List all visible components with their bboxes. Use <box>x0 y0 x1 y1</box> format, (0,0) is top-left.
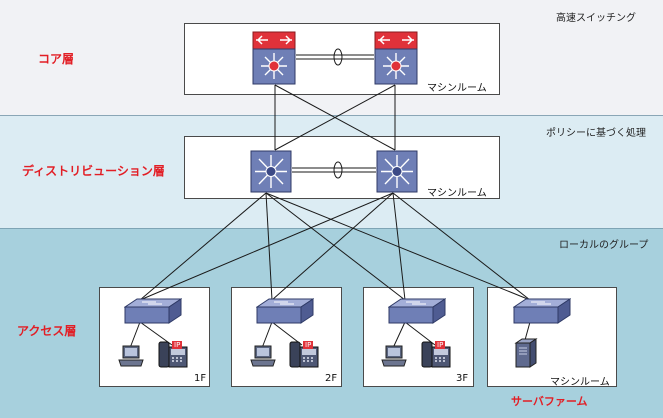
ip-phone-badge: IP <box>435 341 446 349</box>
server-farm-label: サーバファーム <box>511 395 588 408</box>
workgroup-switch-icon <box>513 298 571 324</box>
workgroup-switch-icon <box>256 298 314 324</box>
access-box-label-3f: 3F <box>456 373 469 384</box>
workgroup-switch-icon <box>124 298 182 324</box>
access-box-label-1f: 1F <box>194 373 207 384</box>
core-band-note: 高速スイッチング <box>556 13 636 24</box>
access-layer-label: アクセス層 <box>17 324 77 338</box>
ip-phone-icon: IP <box>421 341 451 368</box>
ip-phone-icon: IP <box>158 341 188 368</box>
core-box-label: マシンルーム <box>427 83 487 94</box>
workgroup-switch-icon <box>388 298 446 324</box>
core-multilayer-switch-icon <box>374 31 418 85</box>
pc-icon <box>118 345 144 367</box>
access-box-label-machine-room: マシンルーム <box>550 377 610 388</box>
server-icon <box>514 338 538 368</box>
distribution-box-label: マシンルーム <box>427 188 487 199</box>
pc-icon <box>250 345 276 367</box>
distribution-multilayer-switch-icon <box>376 150 418 193</box>
core-multilayer-switch-icon <box>252 31 296 85</box>
ip-phone-badge: IP <box>303 341 314 349</box>
access-box-label-2f: 2F <box>325 373 338 384</box>
core-layer-label: コア層 <box>38 52 75 66</box>
access-band-note: ローカルのグループ <box>559 240 649 251</box>
distribution-multilayer-switch-icon <box>250 150 292 193</box>
ip-phone-icon: IP <box>289 341 319 368</box>
distribution-band-note: ポリシーに基づく処理 <box>546 128 646 139</box>
pc-icon <box>381 345 407 367</box>
ip-phone-badge: IP <box>172 341 183 349</box>
distribution-layer-label: ディストリビューション層 <box>22 164 165 178</box>
